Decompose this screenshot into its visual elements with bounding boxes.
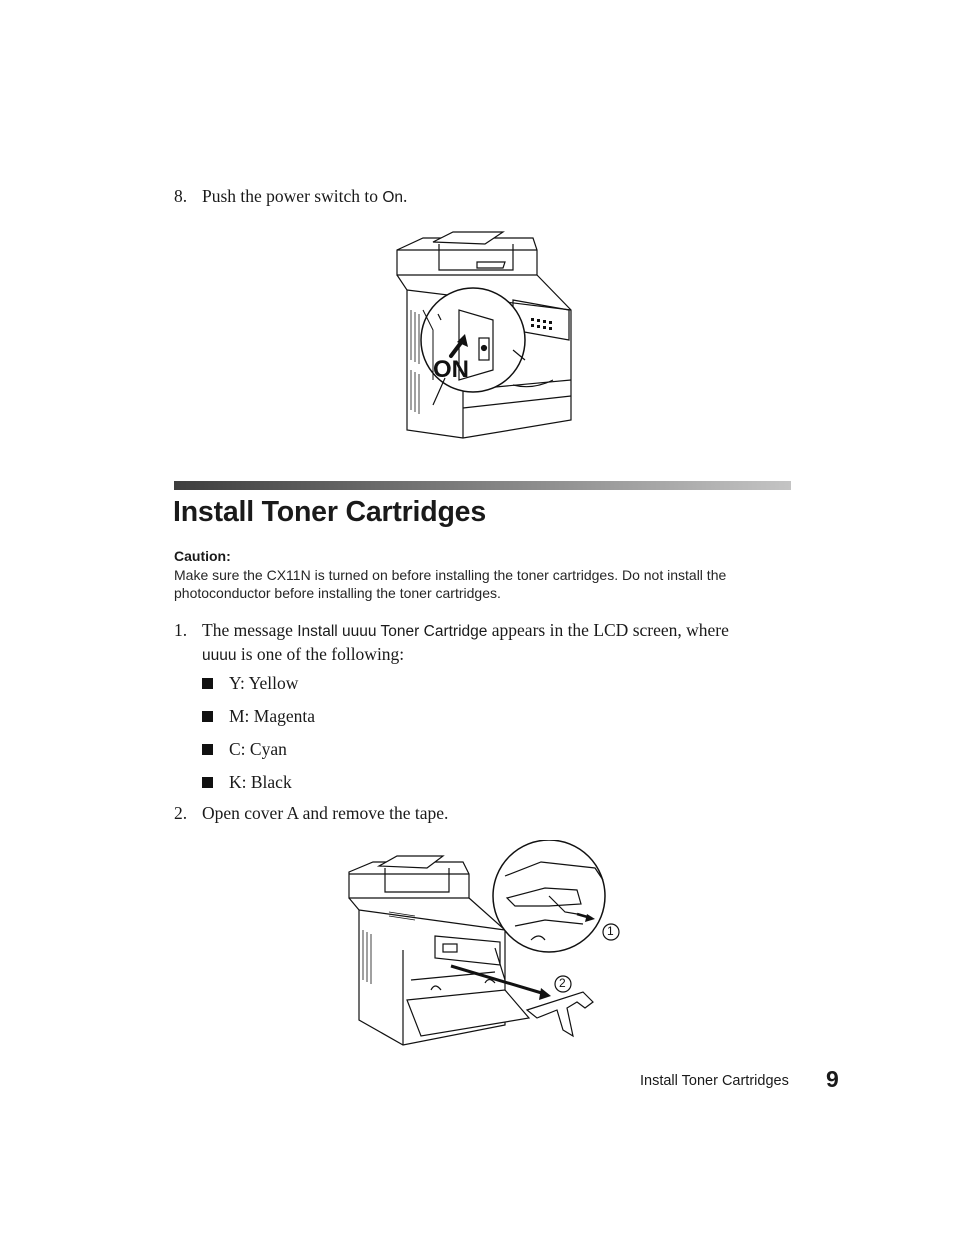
callout-1-label: 1 — [607, 924, 614, 938]
bullet-icon — [202, 744, 213, 755]
list-item: Y: Yellow — [202, 673, 315, 706]
page-number: 9 — [826, 1066, 839, 1092]
open-cover-remove-tape-illustration: 1 2 — [345, 839, 625, 1050]
section-title: Install Toner Cartridges — [173, 496, 486, 528]
list-item-text: M: Magenta — [229, 706, 316, 726]
bullet-icon — [202, 711, 213, 722]
step-number: 2. — [174, 803, 188, 823]
list-item: K: Black — [202, 772, 315, 805]
caution-body: Make sure the CX11N is turned on before … — [174, 567, 727, 601]
step-number: 8. — [174, 186, 188, 206]
section-divider — [174, 481, 791, 490]
printer-power-switch-illustration: ON — [393, 230, 573, 440]
ui-text-on: On — [382, 189, 404, 206]
list-item-text: K: Black — [229, 772, 292, 792]
step-number: 1. — [174, 620, 188, 640]
toner-color-list: Y: Yellow M: Magenta C: Cyan K: Black — [202, 673, 315, 805]
step-text: The message — [202, 620, 298, 640]
list-item: C: Cyan — [202, 739, 315, 772]
list-item: M: Magenta — [202, 706, 315, 739]
callout-2-label: 2 — [559, 976, 566, 990]
step-8: 8. Push the power switch to On. — [174, 186, 407, 207]
lcd-variable: uuuu — [202, 647, 237, 664]
list-item-text: Y: Yellow — [229, 673, 299, 693]
step-text: appears in the LCD screen, where — [487, 620, 729, 640]
lcd-message: Install uuuu Toner Cartridge — [297, 623, 488, 640]
step-text-end: . — [403, 186, 408, 206]
bullet-icon — [202, 678, 213, 689]
caution-title: Caution: — [174, 548, 231, 564]
on-callout-label: ON — [433, 356, 469, 383]
step-2: 2. Open cover A and remove the tape. — [174, 803, 448, 824]
footer-section-name: Install Toner Cartridges — [640, 1073, 789, 1089]
step-text: Push the power switch to — [202, 186, 383, 206]
step-1: 1. The message Install uuuu Toner Cartrid… — [174, 619, 794, 667]
bullet-icon — [202, 777, 213, 788]
step-text: Open cover A and remove the tape. — [202, 803, 449, 823]
step-text: is one of the following: — [236, 644, 405, 664]
list-item-text: C: Cyan — [229, 739, 287, 759]
